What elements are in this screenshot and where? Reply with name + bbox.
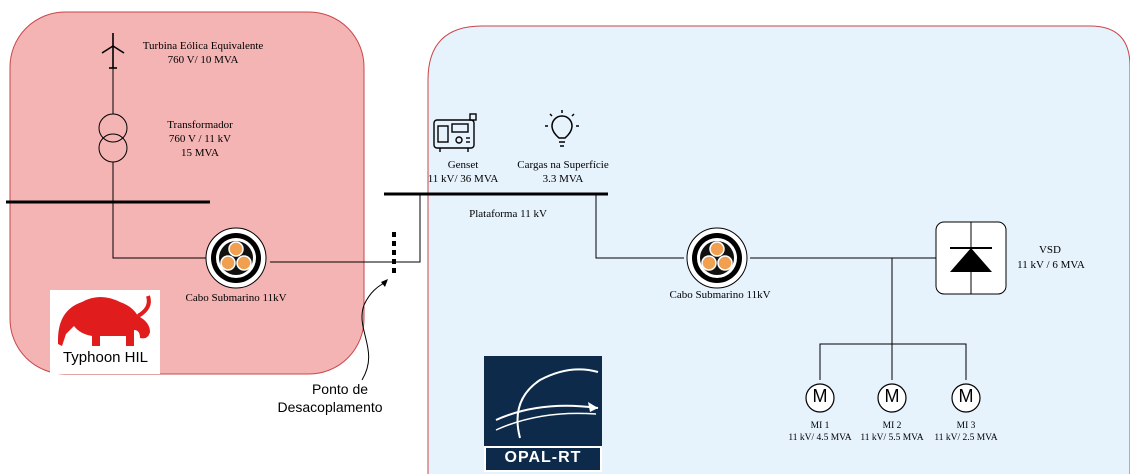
motor-1-symbol: M bbox=[812, 386, 828, 406]
vsd-rating: 11 kV / 6 MVA bbox=[1017, 259, 1085, 271]
motor-2-symbol: M bbox=[884, 386, 900, 406]
opal-rt-label: OPAL-RT bbox=[504, 449, 582, 466]
motor-1-name: MI 1 bbox=[810, 421, 830, 431]
motor-2-icon bbox=[877, 383, 907, 413]
opal-zone bbox=[427, 25, 1130, 474]
wind-turbine-icon bbox=[101, 33, 125, 69]
decoupling-arrow bbox=[361, 281, 387, 381]
motor-3-name: MI 3 bbox=[956, 421, 976, 431]
vsd-name: VSD bbox=[1038, 244, 1061, 256]
turbine-name: Turbina Eólica Equivalente bbox=[142, 40, 264, 52]
genset-name: Genset bbox=[447, 159, 479, 171]
typhoon-logo bbox=[50, 290, 160, 374]
motor-bus bbox=[819, 343, 967, 380]
turbine-rating: 760 V/ 10 MVA bbox=[167, 54, 239, 66]
motor-3-symbol: M bbox=[958, 386, 974, 406]
transformer-voltage: 760 V / 11 kV bbox=[168, 133, 232, 145]
right-cable-label: Cabo Submarino 11kV bbox=[669, 289, 771, 301]
transformer-icon bbox=[98, 113, 128, 163]
submarine-cable-right-icon bbox=[686, 227, 748, 289]
motor-3-icon bbox=[951, 383, 981, 413]
genset-icon bbox=[433, 113, 477, 152]
lightbulb-icon bbox=[545, 110, 579, 147]
motor-1-rating: 11 kV/ 4.5 MVA bbox=[788, 433, 852, 443]
platform-feed-wire bbox=[396, 194, 421, 263]
typhoon-zone bbox=[9, 11, 365, 375]
left-cable-label: Cabo Submarino 11kV bbox=[185, 292, 287, 304]
genset-rating: 11 kV/ 36 MVA bbox=[427, 173, 499, 185]
motor-2-rating: 11 kV/ 5.5 MVA bbox=[860, 433, 924, 443]
typhoon-label: Typhoon HIL bbox=[62, 349, 149, 366]
motor-2-name: MI 2 bbox=[882, 421, 902, 431]
right-cable-wire bbox=[595, 194, 684, 259]
decoupling-arrowhead bbox=[381, 279, 388, 287]
platform-bus-label: Plataforma 11 kV bbox=[469, 208, 547, 220]
vsd-icon bbox=[935, 221, 1007, 295]
decoupling-label-1: Ponto de bbox=[311, 381, 369, 397]
motor-3-rating: 11 kV/ 2.5 MVA bbox=[934, 433, 998, 443]
loads-name: Cargas na Superfície bbox=[517, 159, 609, 171]
left-cable-wire bbox=[112, 202, 207, 259]
transformer-power: 15 MVA bbox=[180, 147, 219, 159]
submarine-cable-left-icon bbox=[205, 227, 267, 289]
transformer-name: Transformador bbox=[167, 119, 233, 131]
motor-1-icon bbox=[805, 383, 835, 413]
opal-rt-logo bbox=[484, 356, 602, 472]
decoupling-label-2: Desacoplamento bbox=[277, 399, 383, 415]
loads-rating: 3.3 MVA bbox=[542, 173, 584, 185]
